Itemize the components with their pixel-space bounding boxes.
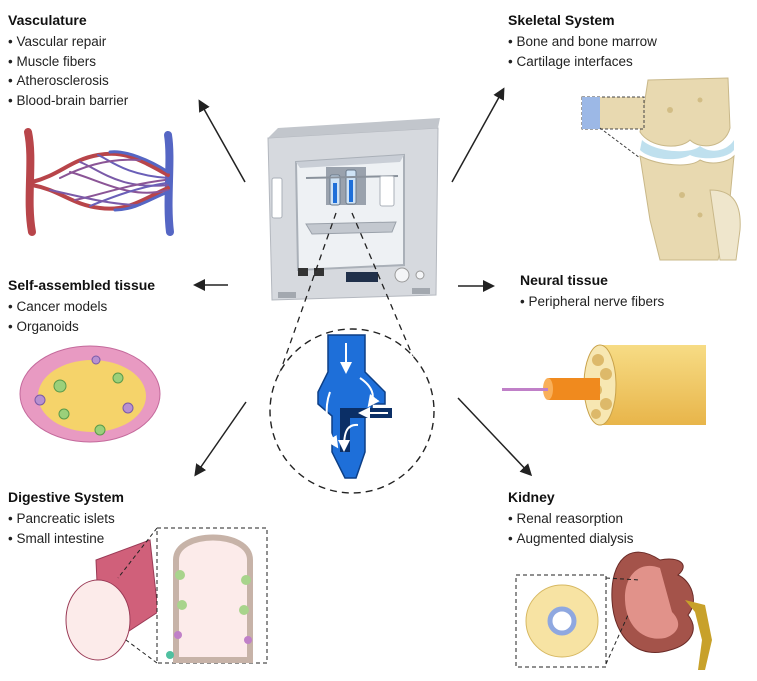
list-item: Pancreatic islets xyxy=(8,509,124,529)
skeletal-title: Skeletal System xyxy=(508,12,615,28)
skeletal-illustration xyxy=(581,77,741,261)
arrow-to-digestive xyxy=(194,401,247,477)
list-item: Blood-brain barrier xyxy=(8,91,128,111)
digestive-illustration xyxy=(65,527,268,664)
zoom-lines-nozzle xyxy=(277,212,423,379)
digestive-list: Pancreatic islets Small intestine xyxy=(8,509,124,548)
neural-section: Neural tissue Peripheral nerve fibers xyxy=(520,272,664,312)
list-item: Cancer models xyxy=(8,297,155,317)
vasculature-illustration xyxy=(24,128,174,236)
digestive-title: Digestive System xyxy=(8,489,124,505)
neural-list: Peripheral nerve fibers xyxy=(520,292,664,312)
self-assembled-section: Self-assembled tissue Cancer models Orga… xyxy=(8,277,155,336)
list-item: Cartilage interfaces xyxy=(508,52,657,72)
list-item: Muscle fibers xyxy=(8,52,128,72)
list-item: Vascular repair xyxy=(8,32,128,52)
list-item: Peripheral nerve fibers xyxy=(520,292,664,312)
skeletal-list: Bone and bone marrow Cartilage interface… xyxy=(508,32,657,72)
arrow-to-vasculature xyxy=(198,99,246,183)
arrow-to-skeletal xyxy=(451,87,505,183)
skeletal-section: Skeletal System Bone and bone marrow Car… xyxy=(508,12,657,71)
arrow-to-kidney xyxy=(457,397,533,477)
vasculature-list: Vascular repair Muscle fibers Atheroscle… xyxy=(8,32,128,110)
kidney-title: Kidney xyxy=(508,489,555,505)
list-item: Small intestine xyxy=(8,529,124,549)
spheroid-illustration xyxy=(19,345,161,443)
neural-title: Neural tissue xyxy=(520,272,608,288)
list-item: Bone and bone marrow xyxy=(508,32,656,52)
kidney-illustration xyxy=(515,551,712,670)
nerve-illustration xyxy=(502,344,706,426)
kidney-list: Renal reasorption Augmented dialysis xyxy=(508,509,634,549)
kidney-section: Kidney Renal reasorption Augmented dialy… xyxy=(508,489,634,548)
list-item: Augmented dialysis xyxy=(508,529,633,549)
vasculature-section: Vasculature Vascular repair Muscle fiber… xyxy=(8,12,128,110)
digestive-section: Digestive System Pancreatic islets Small… xyxy=(8,489,124,548)
list-item: Renal reasorption xyxy=(508,509,634,529)
self-assembled-list: Cancer models Organoids xyxy=(8,297,155,336)
nozzle-detail xyxy=(269,328,435,494)
vasculature-title: Vasculature xyxy=(8,12,87,28)
bioprinter-illustration xyxy=(267,118,440,301)
self-assembled-title: Self-assembled tissue xyxy=(8,277,156,293)
list-item: Organoids xyxy=(8,317,155,337)
list-item: Atherosclerosis xyxy=(8,71,128,91)
